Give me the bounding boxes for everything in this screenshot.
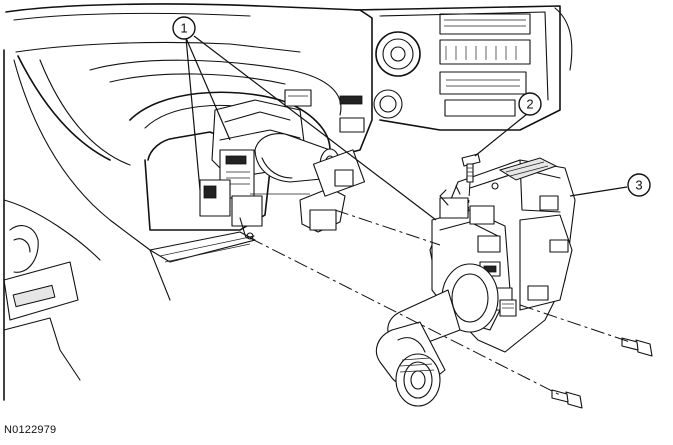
callout-1-label: 1 bbox=[180, 21, 187, 36]
multifunction-switch bbox=[375, 157, 576, 407]
figure-id: N0122979 bbox=[4, 424, 57, 436]
leader-lines bbox=[185, 35, 628, 221]
center-vents bbox=[339, 13, 531, 133]
callout-2-label: 2 bbox=[526, 97, 533, 112]
instrument-panel bbox=[3, 3, 573, 401]
callout-1: 1 bbox=[172, 16, 196, 40]
screw-top bbox=[461, 153, 499, 190]
callout-3-label: 3 bbox=[635, 178, 642, 193]
steering-column bbox=[144, 89, 366, 240]
bolt-bottom bbox=[551, 389, 583, 409]
alignment-lines bbox=[249, 181, 631, 396]
callout-2: 2 bbox=[518, 92, 542, 116]
callout-3: 3 bbox=[627, 173, 651, 197]
